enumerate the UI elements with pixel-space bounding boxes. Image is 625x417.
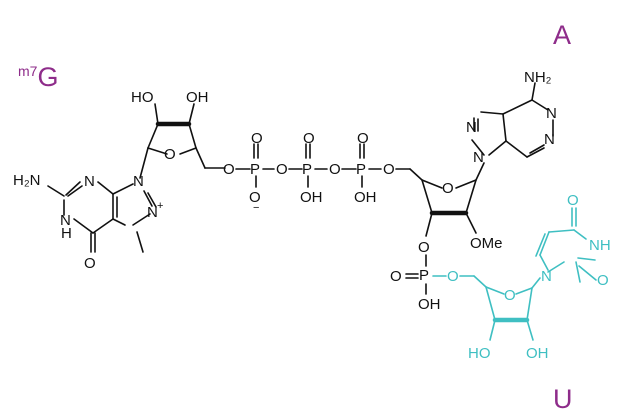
positive-charge-label: + (157, 200, 163, 212)
phosphate-hydroxyl-label: OH (418, 296, 441, 313)
bridge-oxygen-label: O (329, 161, 341, 178)
adenosine-ribose: O O OMe (409, 162, 503, 256)
ribose-ring-oxygen-label: O (442, 180, 454, 197)
phosphoryl-oxygen-label: O (303, 130, 315, 147)
m7g-label: m7G (18, 62, 58, 92)
uracil-base: N NH O O (535, 192, 611, 289)
n9-nitrogen-label: N (133, 173, 144, 190)
amino-group-label: NH₂ (524, 69, 552, 86)
n1-nitrogen-label: N (541, 268, 552, 285)
uridine-label: U (553, 384, 573, 414)
phosphate-oxygen-anion-label: O (249, 189, 261, 206)
ribose-2-hydroxyl-label: OH (526, 345, 549, 362)
negative-charge-label: − (253, 202, 259, 214)
m7g-ribose: O HO OH (131, 89, 226, 179)
adenine-base: N N N N NH₂ (466, 69, 557, 166)
phosphorus-label: P (356, 161, 366, 178)
n9-nitrogen-label: N (473, 149, 484, 166)
n3-nitrogen-label: N (546, 105, 557, 122)
phosphoryl-oxygen-label: O (251, 130, 263, 147)
c2-carbonyl-oxygen-label: O (597, 272, 609, 289)
n1-nitrogen-label: N (544, 131, 555, 148)
bridge-oxygen-label: O (447, 268, 459, 285)
bridge-oxygen-label: O (383, 161, 395, 178)
n7-nitrogen-label: N (147, 204, 158, 221)
n3-imide-label: NH (589, 237, 611, 254)
ribose-3-hydroxyl-label: HO (468, 345, 491, 362)
bridge-oxygen-label: O (223, 161, 235, 178)
phosphate-hydroxyl-label: OH (300, 189, 323, 206)
adenosine-label: A (553, 20, 571, 50)
ribose-ring-oxygen-label: O (164, 146, 176, 163)
ring-nh-label: N (60, 212, 71, 229)
ribose-ring-oxygen-label: O (504, 287, 516, 304)
phosphorus-label: P (419, 267, 429, 284)
c4-carbonyl-oxygen-label: O (567, 192, 579, 209)
n7-nitrogen-label: N (466, 119, 477, 136)
ribose-3-oxygen-label: O (418, 239, 430, 256)
m7g-guanine-base: H₂N N N H O N N + (13, 172, 163, 272)
phosphodiester-link: P O OH O (390, 254, 475, 313)
ribose-3-hydroxyl-label: OH (186, 89, 209, 106)
phosphoryl-oxygen-label: O (357, 130, 369, 147)
uridine-ribose: O HO OH (468, 275, 549, 362)
ring-nitrogen-label: N (84, 173, 95, 190)
ribose-2-hydroxyl-label: HO (131, 89, 154, 106)
amino-group-label: H₂N (13, 172, 41, 189)
phosphorus-label: P (250, 161, 260, 178)
phosphorus-label: P (302, 161, 312, 178)
phosphate-hydroxyl-label: OH (354, 189, 377, 206)
phosphoryl-oxygen-label: O (390, 268, 402, 285)
bridge-oxygen-label: O (276, 161, 288, 178)
triphosphate-bridge: O P O O − O P O OH O P O OH O (223, 130, 411, 214)
carbonyl-oxygen-label: O (84, 255, 96, 272)
ring-nh-hydrogen-label: H (61, 225, 72, 242)
ribose-2-methoxy-label: OMe (470, 235, 503, 252)
